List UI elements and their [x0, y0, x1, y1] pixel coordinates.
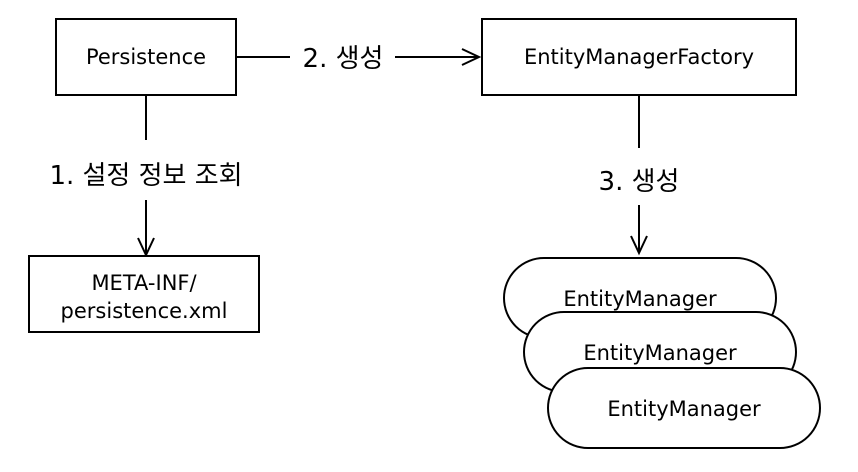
emf-label: EntityManagerFactory	[524, 45, 754, 69]
entity-manager-label-1: EntityManager	[563, 287, 717, 311]
edge-create-em-arrowhead	[630, 235, 648, 256]
edge-read-config-label: 1. 설정 정보 조회	[49, 161, 242, 191]
meta-inf-label-line1: META-INF/	[91, 271, 197, 295]
entity-manager-node-3: EntityManager	[547, 367, 821, 449]
persistence-label: Persistence	[86, 45, 206, 69]
edge-create-em: 3. 생성	[599, 95, 680, 256]
edge-create-em-label: 3. 생성	[599, 167, 680, 197]
edge-read-config: 1. 설정 정보 조회	[49, 95, 243, 258]
entity-manager-label-3: EntityManager	[607, 397, 761, 421]
meta-inf-node: META-INF/ persistence.xml	[28, 255, 260, 333]
entity-manager-stack: EntityManager EntityManager EntityManage…	[503, 257, 821, 449]
edge-create-emf-label: 2. 생성	[303, 44, 384, 74]
entity-manager-label-2: EntityManager	[583, 341, 737, 365]
meta-inf-box	[28, 255, 260, 333]
entity-manager-pill-3	[547, 367, 821, 449]
emf-box	[481, 18, 797, 96]
persistence-box	[55, 18, 237, 96]
edge-create-emf-arrowhead	[461, 48, 482, 66]
emf-node: EntityManagerFactory	[481, 18, 797, 96]
persistence-node: Persistence	[55, 18, 237, 96]
edge-create-emf: 2. 생성	[236, 44, 482, 74]
meta-inf-label-line2: persistence.xml	[61, 299, 228, 323]
